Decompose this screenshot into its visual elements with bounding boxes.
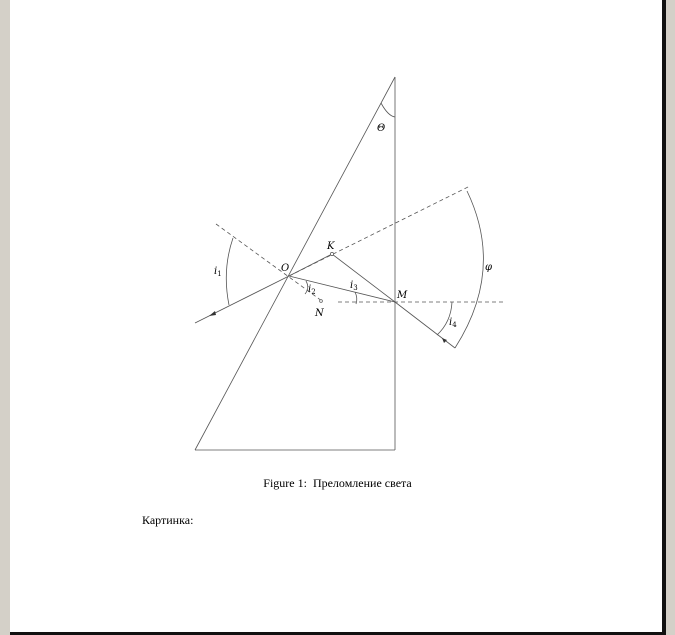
point-N-marker [319,299,323,303]
prism-hypotenuse [194,76,396,451]
line-K-M [331,253,396,303]
caption-text: Преломление света [312,476,412,490]
incident-extension [288,185,471,277]
point-M-label: M [396,290,408,301]
point-O-label: O [281,263,289,274]
phi-arc [454,190,484,349]
i1-label: i1 [214,266,222,278]
i4-arc [436,301,453,336]
theta-label: Θ [377,123,385,134]
theta-arc [380,102,396,118]
point-K-marker [330,252,334,256]
line-O-K [288,253,333,277]
exit-arrowhead [442,338,447,343]
exit-ray [394,301,456,349]
document-page [10,0,662,635]
point-K-label: K [326,241,335,252]
normal-at-O [215,223,323,302]
page-bottom-border [10,632,662,635]
i3-label: i3 [350,280,358,292]
point-N-label: N [314,308,325,319]
incident-arrowhead [209,311,216,316]
i2-label: i2 [308,284,316,296]
page-right-border [662,0,666,635]
body-paragraph: Картинка: [142,513,194,527]
caption-prefix: Figure 1: [263,476,307,490]
figure-caption: Figure 1: Преломление света [0,476,675,491]
i1-arc [225,237,234,306]
i2-arc [304,280,309,295]
i3-arc [354,291,358,305]
inner-ray [288,275,396,303]
i4-label: i4 [449,317,457,329]
window-right-strip [666,0,675,635]
phi-label: φ [485,262,492,273]
